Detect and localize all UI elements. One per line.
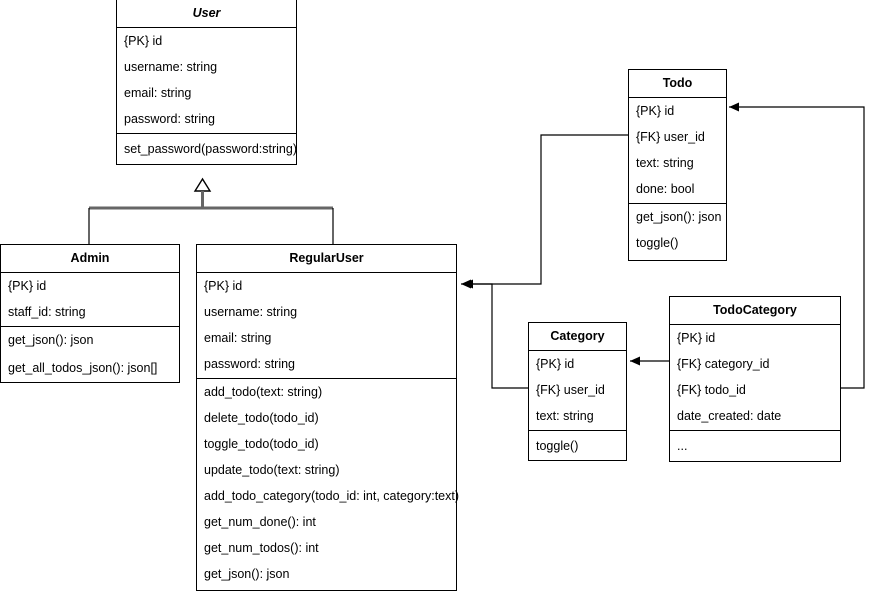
class-attribute: password: string bbox=[204, 357, 296, 372]
class-attribute: password: string bbox=[124, 112, 216, 127]
class-method: get_num_todos(): int bbox=[204, 540, 319, 555]
class-methods-admin: get_json(): json get_all_todos_json(): j… bbox=[1, 326, 179, 382]
class-attributes-category: {PK} id {FK} user_id text: string bbox=[529, 351, 626, 430]
class-method: update_todo(text: string) bbox=[204, 462, 340, 477]
class-attributes-user: {PK} id username: string email: string p… bbox=[117, 28, 296, 133]
class-title-user: User bbox=[117, 0, 296, 28]
class-box-regularuser[interactable]: RegularUser {PK} id username: string ema… bbox=[196, 244, 460, 591]
class-title-category: Category bbox=[529, 323, 626, 351]
class-methods-category: toggle() bbox=[529, 430, 626, 461]
class-attribute: {FK} user_id bbox=[636, 129, 705, 144]
class-attribute: {FK} todo_id bbox=[677, 382, 746, 397]
class-title-admin: Admin bbox=[1, 245, 179, 273]
class-title-regularuser: RegularUser bbox=[197, 245, 456, 273]
class-attribute: {FK} category_id bbox=[677, 356, 770, 371]
class-method: delete_todo(todo_id) bbox=[204, 410, 319, 425]
class-attributes-admin: {PK} id staff_id: string bbox=[1, 273, 179, 326]
class-attribute: {PK} id bbox=[204, 278, 243, 293]
class-box-admin[interactable]: Admin {PK} id staff_id: string get_json(… bbox=[0, 244, 180, 383]
generalization-connector bbox=[88, 177, 334, 244]
class-method: get_json(): json bbox=[204, 567, 290, 582]
class-method: get_json(): json bbox=[636, 209, 722, 224]
class-attributes-todo: {PK} id {FK} user_id text: string done: … bbox=[629, 98, 726, 203]
class-title-todo: Todo bbox=[629, 70, 726, 98]
class-attributes-todocategory: {PK} id {FK} category_id {FK} todo_id da… bbox=[670, 325, 840, 430]
class-attribute: email: string bbox=[124, 85, 192, 100]
class-attribute: staff_id: string bbox=[8, 305, 86, 320]
class-methods-user: set_password(password:string) bbox=[117, 133, 297, 164]
class-methods-todo: get_json(): json toggle() bbox=[629, 203, 726, 257]
class-attribute: {PK} id bbox=[677, 330, 716, 345]
class-attribute: email: string bbox=[204, 330, 272, 345]
class-methods-regularuser: add_todo(text: string) delete_todo(todo_… bbox=[197, 378, 460, 588]
class-method: get_json(): json bbox=[8, 333, 94, 348]
class-box-user[interactable]: User {PK} id username: string email: str… bbox=[116, 0, 297, 165]
class-method: add_todo(text: string) bbox=[204, 384, 323, 399]
class-method: ... bbox=[677, 438, 688, 453]
class-method: get_all_todos_json(): json[] bbox=[8, 360, 158, 375]
class-title-todocategory: TodoCategory bbox=[670, 297, 840, 325]
todo-to-regularuser-connector bbox=[461, 134, 628, 289]
category-to-regularuser-connector bbox=[463, 279, 528, 389]
class-attribute: username: string bbox=[124, 59, 218, 74]
class-box-todocategory[interactable]: TodoCategory {PK} id {FK} category_id {F… bbox=[669, 296, 841, 462]
class-attribute: {PK} id bbox=[536, 356, 575, 371]
class-attribute: done: bool bbox=[636, 182, 695, 197]
class-attribute: {FK} user_id bbox=[536, 382, 605, 397]
class-attribute: username: string bbox=[204, 304, 298, 319]
class-attribute: {PK} id bbox=[124, 33, 163, 48]
class-attributes-regularuser: {PK} id username: string email: string p… bbox=[197, 273, 456, 378]
class-methods-todocategory: ... bbox=[670, 430, 840, 461]
class-method: toggle() bbox=[636, 236, 679, 251]
class-method: get_num_done(): int bbox=[204, 514, 316, 529]
class-attribute: text: string bbox=[536, 409, 594, 424]
class-box-category[interactable]: Category {PK} id {FK} user_id text: stri… bbox=[528, 322, 627, 461]
class-attribute: text: string bbox=[636, 155, 694, 170]
class-attribute: date_created: date bbox=[677, 409, 782, 424]
class-method: toggle() bbox=[536, 438, 579, 453]
class-box-todo[interactable]: Todo {PK} id {FK} user_id text: string d… bbox=[628, 69, 727, 261]
class-method: set_password(password:string) bbox=[124, 141, 297, 156]
class-attribute: {PK} id bbox=[636, 103, 675, 118]
class-attribute: {PK} id bbox=[8, 278, 47, 293]
class-method: toggle_todo(todo_id) bbox=[204, 436, 319, 451]
class-method: add_todo_category(todo_id: int, category… bbox=[204, 488, 460, 503]
